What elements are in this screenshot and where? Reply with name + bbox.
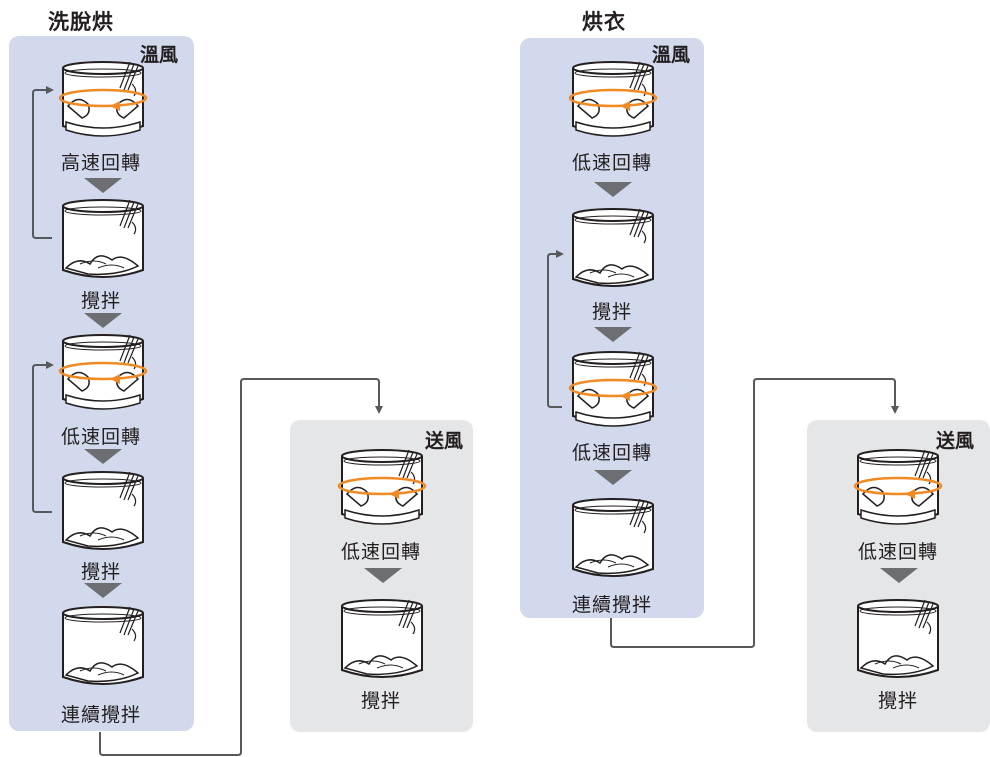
left-cool-mode: 送風 — [425, 430, 464, 452]
step-arrow-icon — [364, 568, 402, 583]
left-title: 洗脫烘 — [48, 10, 114, 34]
step-arrow-icon — [84, 583, 122, 598]
drum-low-speed-icon — [853, 448, 943, 526]
left-heat-step-5: 連續攪拌 — [60, 704, 141, 726]
drum-tumble-icon — [857, 599, 939, 678]
left-heat-step-1: 高速回轉 — [60, 152, 141, 174]
left-heat-step-3: 低速回轉 — [60, 426, 141, 448]
right-heat-step-4: 連續攪拌 — [571, 594, 652, 616]
left-heat-step-4: 攪拌 — [80, 561, 121, 583]
left-heat-mode: 溫風 — [140, 44, 179, 66]
step-arrow-icon — [84, 178, 122, 193]
step-arrow-icon — [84, 313, 122, 328]
drum-tumble-icon — [62, 471, 144, 550]
right-heat-mode: 溫風 — [652, 44, 691, 66]
drum-high-speed-icon — [58, 60, 148, 138]
drum-tumble-icon — [62, 199, 144, 278]
right-heat-step-3: 低速回轉 — [571, 442, 652, 464]
drum-tumble-icon — [62, 606, 144, 685]
right-heat-step-1: 低速回轉 — [571, 152, 652, 174]
drum-tumble-icon — [572, 208, 654, 287]
right-cool-step-1: 低速回轉 — [857, 541, 938, 563]
right-cool-step-2: 攪拌 — [877, 690, 918, 712]
step-arrow-icon — [594, 327, 632, 342]
step-arrow-icon — [594, 470, 632, 485]
drum-low-speed-icon — [58, 333, 148, 411]
drum-tumble-icon — [341, 599, 423, 678]
drum-tumble-icon — [572, 498, 654, 577]
left-heat-step-2: 攪拌 — [80, 290, 121, 312]
step-arrow-icon — [594, 182, 632, 197]
right-heat-step-2: 攪拌 — [591, 301, 632, 323]
right-title: 烘衣 — [582, 10, 626, 34]
drum-low-speed-icon — [337, 448, 427, 526]
left-cool-step-2: 攪拌 — [360, 690, 401, 712]
drum-low-speed-icon — [568, 350, 658, 428]
right-cool-mode: 送風 — [936, 430, 975, 452]
drum-low-speed-icon — [568, 60, 658, 138]
step-arrow-icon — [84, 449, 122, 464]
left-cool-step-1: 低速回轉 — [340, 541, 421, 563]
step-arrow-icon — [880, 568, 918, 583]
